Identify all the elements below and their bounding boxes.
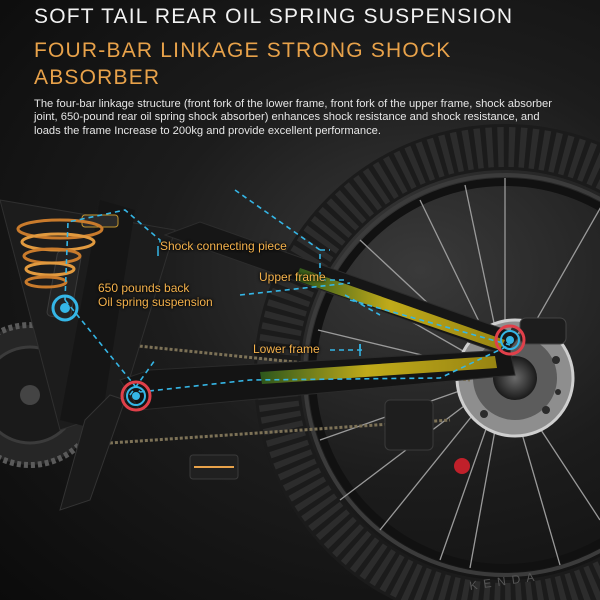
callout-lines — [64, 189, 511, 396]
pivot-marker-main — [120, 380, 152, 412]
callout-shock-connecting-piece: Shock connecting piece — [160, 239, 287, 253]
headline-line-3: ABSORBER — [34, 66, 161, 89]
headline-line-1: SOFT TAIL REAR OIL SPRING SUSPENSION — [34, 5, 514, 28]
brake-caliper — [519, 317, 567, 345]
headline-line-2: FOUR-BAR LINKAGE STRONG SHOCK — [34, 39, 452, 62]
rear-derailleur — [384, 399, 434, 451]
callout-upper-frame: Upper frame — [259, 270, 326, 284]
callout-back-spring-line-1: 650 pounds back — [98, 281, 190, 295]
kickstand — [59, 394, 126, 511]
callout-back-spring-line-2: Oil spring suspension — [98, 295, 213, 309]
feature-description: The four-bar linkage structure (front fo… — [34, 98, 552, 137]
pivot-marker-shock-mount — [51, 294, 79, 322]
callout-lower-frame: Lower frame — [253, 342, 320, 356]
pivot-marker-rear-axle — [494, 324, 526, 356]
